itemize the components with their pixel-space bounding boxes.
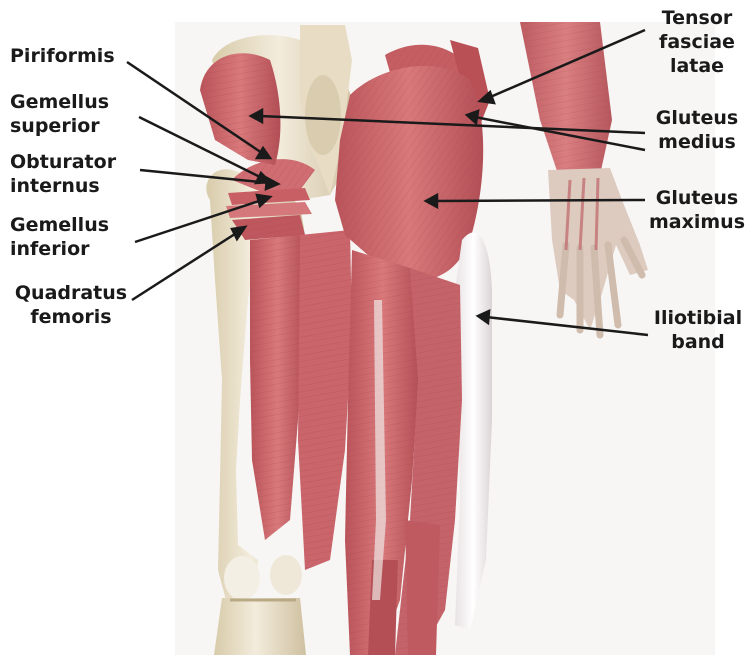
label-piriformis: Piriformis [10, 44, 115, 68]
label-obturator-internus: Obturator internus [10, 150, 116, 198]
label-gemellus-superior: Gemellus superior [10, 90, 109, 138]
label-tensor-fasciae-latae: Tensor fasciae latae [648, 6, 746, 78]
label-iliotibial-band: Iliotibial band [650, 306, 746, 354]
label-gemellus-inferior: Gemellus inferior [10, 213, 109, 261]
label-quadratus-femoris: Quadratus femoris [10, 281, 132, 329]
right-thigh-muscles [345, 250, 462, 655]
leader-gluteus-maximus [434, 200, 645, 201]
label-gluteus-medius: Gluteus medius [648, 106, 746, 154]
label-gluteus-maximus: Gluteus maximus [646, 186, 748, 234]
